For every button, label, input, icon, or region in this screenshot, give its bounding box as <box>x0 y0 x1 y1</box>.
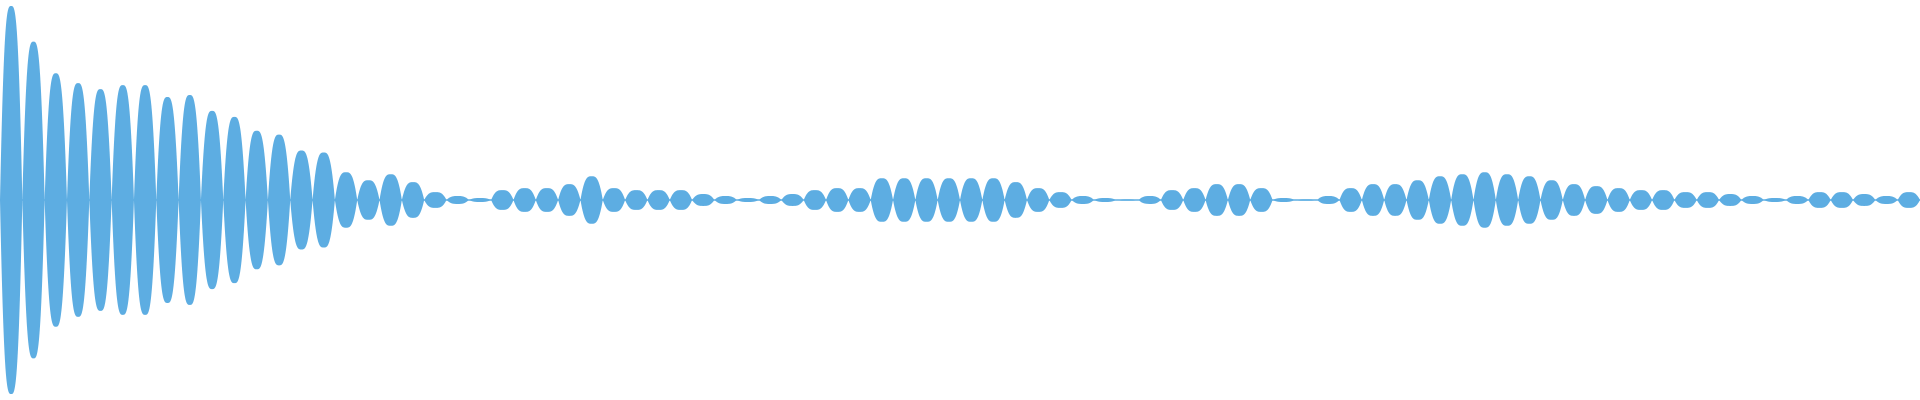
waveform-lobe <box>580 176 603 224</box>
waveform-lobe <box>982 178 1005 222</box>
waveform-lobe <box>223 116 246 284</box>
waveform-lobe <box>1719 194 1742 206</box>
waveform-lobe <box>1227 184 1251 216</box>
waveform-lobe <box>89 89 112 311</box>
waveform-lobe <box>1652 190 1675 210</box>
waveform-lobe <box>535 188 559 212</box>
waveform-lobe <box>1317 196 1340 204</box>
waveform-lobe <box>178 95 201 305</box>
waveform-lobe <box>736 198 760 202</box>
waveform-lobe <box>759 196 782 204</box>
waveform-lobe <box>1294 199 1318 201</box>
waveform-lobe <box>848 188 871 212</box>
waveform-lobe <box>1897 192 1920 208</box>
waveform-lobe <box>1272 198 1295 202</box>
waveform-lobe <box>937 178 960 222</box>
waveform-lobe <box>1183 188 1206 212</box>
waveform-lobe <box>714 196 737 204</box>
waveform-lobe <box>379 174 402 226</box>
waveform-lobe <box>1830 192 1854 208</box>
waveform-lobe <box>1160 190 1184 210</box>
waveform-lobe <box>647 190 670 210</box>
waveform-lobe <box>1026 188 1050 212</box>
waveform-lobe <box>1786 196 1809 204</box>
waveform-lobe <box>111 85 134 315</box>
waveform-lobe <box>1585 186 1608 214</box>
waveform-lobe <box>290 150 313 250</box>
waveform-lobe <box>1205 184 1228 216</box>
waveform-lobe <box>692 194 715 206</box>
waveform-lobe <box>1562 184 1586 216</box>
waveform-lobe <box>870 178 894 222</box>
waveform-lobe <box>1473 172 1496 228</box>
waveform-lobe <box>1808 192 1831 208</box>
waveform-lobe <box>893 178 916 222</box>
waveform-lobe <box>44 73 67 327</box>
waveform-lobe <box>245 130 268 270</box>
waveform-lobe <box>1629 190 1653 210</box>
waveform-lobe <box>1763 198 1787 202</box>
waveform-lobe <box>468 198 492 202</box>
waveform-lobe <box>22 41 45 359</box>
waveform-lobe <box>602 188 626 212</box>
waveform-lobe <box>1674 192 1697 208</box>
waveform-lobe <box>1607 188 1630 212</box>
waveform-lobe <box>625 190 648 210</box>
waveform-lobe <box>1741 196 1764 204</box>
waveform-lobe <box>669 190 693 210</box>
waveform-lobe <box>1696 192 1720 208</box>
waveform-lobe <box>200 110 224 290</box>
waveform-lobe <box>781 194 804 206</box>
waveform-lobe <box>1875 196 1898 204</box>
waveform-lobe <box>558 184 581 216</box>
waveform-lobe <box>513 188 536 212</box>
waveform-lobe <box>0 5 23 395</box>
waveform-lobe <box>1004 182 1027 218</box>
waveform-lobe <box>1116 199 1139 201</box>
waveform-lobe <box>1339 188 1362 212</box>
waveform-lobe <box>1250 188 1273 212</box>
waveform-lobe <box>1495 174 1519 226</box>
waveform-lobe <box>1451 174 1474 226</box>
waveform-lobe <box>1428 176 1452 224</box>
waveform-lobe <box>267 134 291 266</box>
waveform-lobe <box>1540 180 1563 220</box>
waveform-lobe <box>133 85 157 315</box>
waveform-lobe <box>1049 192 1072 208</box>
waveform-lobe <box>1384 184 1407 216</box>
waveform-lobe <box>1093 198 1117 202</box>
waveform-lobe <box>156 97 179 303</box>
waveform-lobe <box>803 190 827 210</box>
waveform-lobe <box>1138 196 1161 204</box>
waveform-lobe <box>1071 196 1094 204</box>
waveform-lobe <box>312 152 335 248</box>
waveform-lobe <box>1361 184 1385 216</box>
waveform-lobe <box>826 188 849 212</box>
waveform-lobe <box>491 190 514 210</box>
waveform-lobe <box>424 192 447 208</box>
waveform-lobe <box>401 182 425 218</box>
waveform-lobe <box>334 172 358 228</box>
waveform-lobe <box>960 178 983 222</box>
waveform-lobe <box>915 178 938 222</box>
waveform-lobe <box>66 83 90 317</box>
waveform-lobe <box>446 196 469 204</box>
waveform-lobe <box>1518 176 1541 224</box>
waveform-lobe <box>1406 180 1429 220</box>
waveform-lobe <box>357 180 380 220</box>
waveform-lobe <box>1853 194 1876 206</box>
